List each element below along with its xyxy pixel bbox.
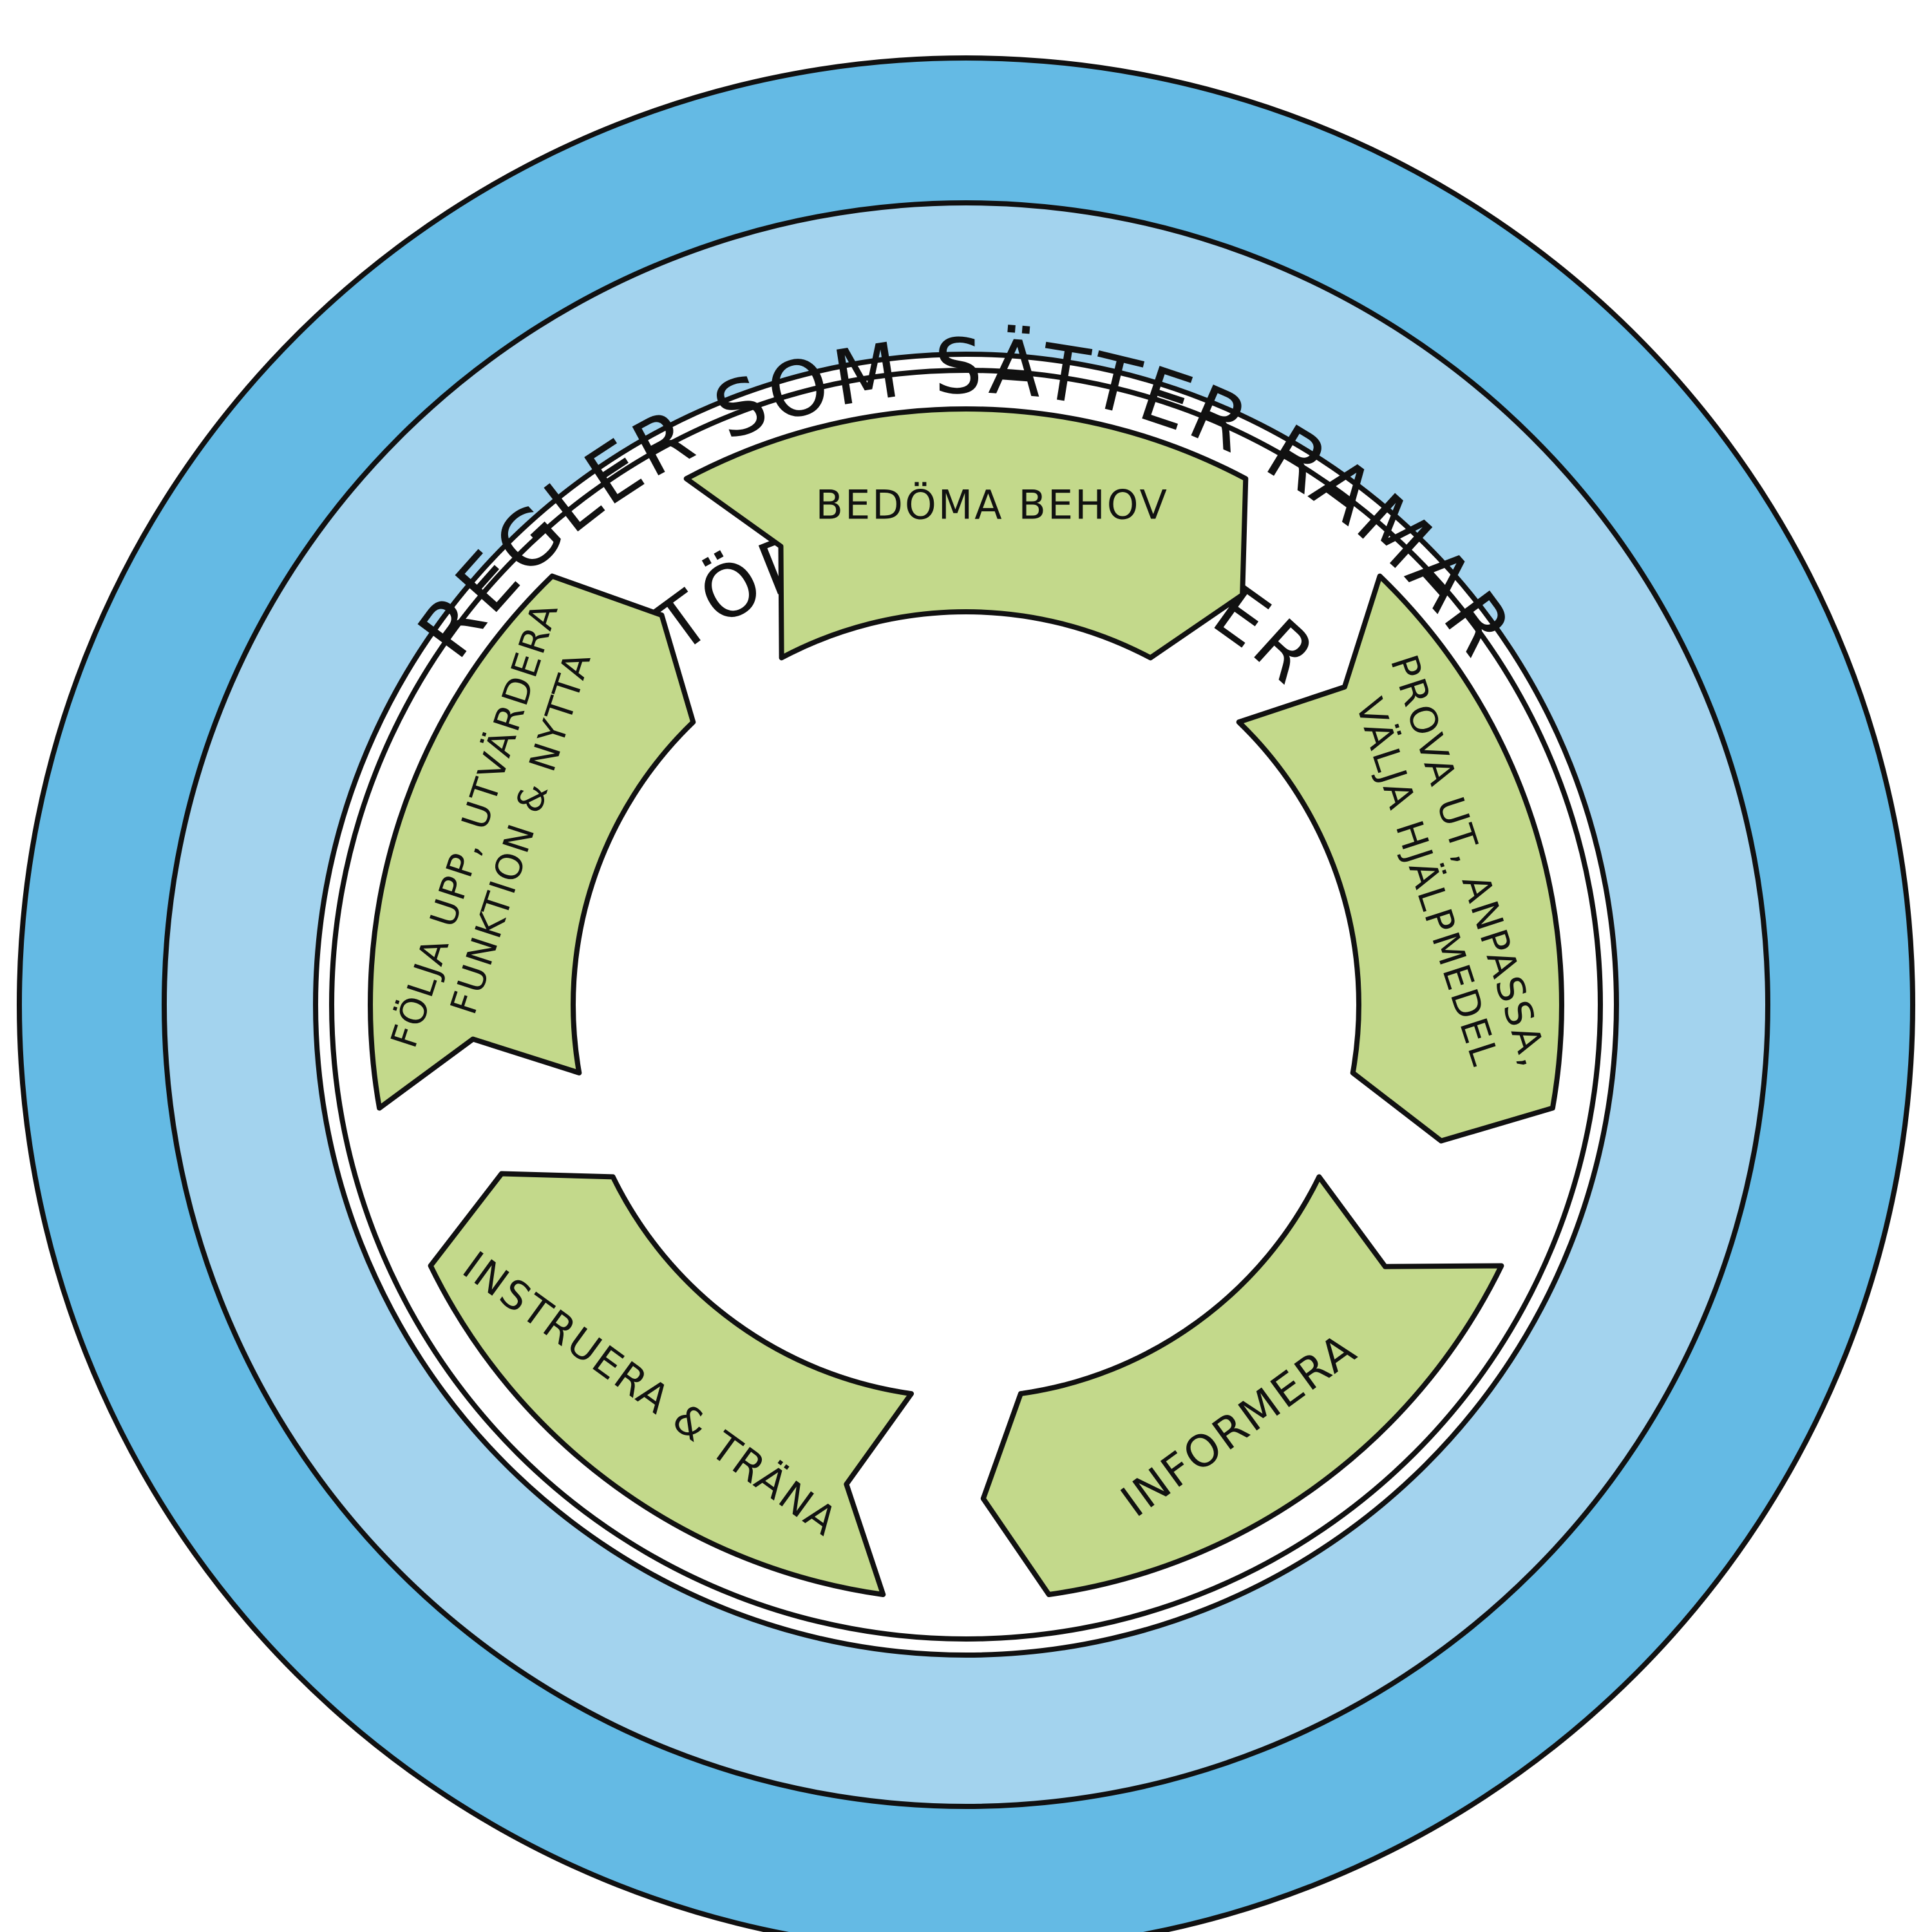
segment-informera-shape xyxy=(980,1174,1504,1597)
segment-prova-shape xyxy=(1236,573,1564,1144)
segment-bedoma-behov: BEDÖMA BEHOV xyxy=(683,406,1249,661)
segment-bedoma-shape xyxy=(683,406,1249,661)
segment-bedoma-label: BEDÖMA BEHOV xyxy=(816,481,1169,528)
segment-prova-ut: PROVA UT, ANPASSA, VÄLJA HJÄLPMEDEL xyxy=(1236,573,1564,1144)
segment-folja-shape xyxy=(368,573,696,1111)
segment-folja-upp: FÖLJA UPP, UTVÄRDERA FUNKTION & NYTTA xyxy=(368,573,696,1111)
segment-instruera-shape xyxy=(428,1171,914,1597)
